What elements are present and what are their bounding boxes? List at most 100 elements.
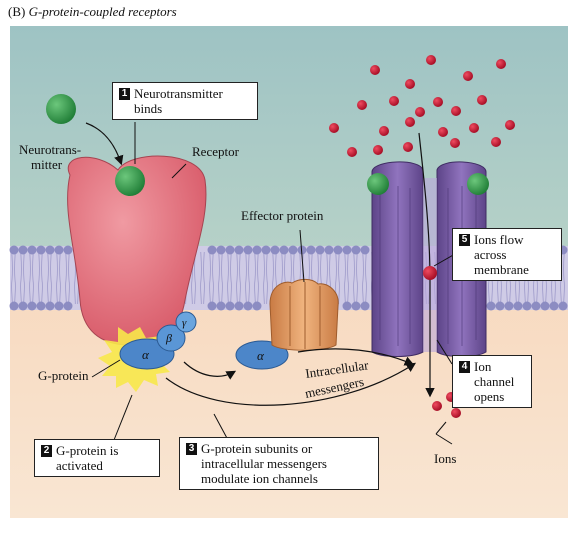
extracellular-ions (329, 55, 515, 157)
ion (373, 145, 383, 155)
lipid-head (342, 245, 352, 255)
lipid-head (243, 245, 253, 255)
figure-title: (B) G-protein-coupled receptors (8, 4, 177, 20)
lipid-head (495, 301, 505, 311)
lipid-head (9, 301, 19, 311)
step2-line2: activated (56, 458, 103, 473)
ion (347, 147, 357, 157)
lipid-head (45, 301, 55, 311)
lipid-head (216, 301, 226, 311)
lipid-head (18, 301, 28, 311)
ion (415, 107, 425, 117)
ion (477, 95, 487, 105)
ion (379, 126, 389, 136)
step4-line3: opens (474, 389, 505, 404)
lipid-head (261, 245, 271, 255)
lipid-head (54, 301, 64, 311)
lipid-head (351, 245, 361, 255)
lipid-head (558, 301, 568, 311)
ion-in-channel (423, 266, 437, 280)
step5-line1: Ions flow (474, 232, 524, 247)
lipid-head (315, 245, 325, 255)
lipid-head (360, 245, 370, 255)
lipid-head (54, 245, 64, 255)
ion (450, 138, 460, 148)
g-protein-gamma (175, 311, 197, 333)
lipid-head (225, 301, 235, 311)
panel-letter: (B) (8, 4, 26, 19)
g-protein-leader (91, 359, 121, 378)
ion (451, 106, 461, 116)
ion (405, 79, 415, 89)
panel-name: G-protein-coupled receptors (28, 4, 177, 19)
lipid-head (288, 245, 298, 255)
lipid-head (18, 245, 28, 255)
step1-line2: binds (134, 101, 163, 116)
ion (432, 401, 442, 411)
neurotransmitter-label: Neurotrans- mitter (19, 142, 81, 172)
ion (426, 55, 436, 65)
lipid-head (63, 301, 73, 311)
ion (389, 96, 399, 106)
lipid-head (216, 245, 226, 255)
effector-leader (299, 229, 305, 283)
step3-number: 3 (186, 443, 197, 455)
step4-line1: Ion (474, 359, 492, 374)
ions-leader-b (435, 433, 453, 445)
effector-protein-label: Effector protein (241, 208, 324, 223)
lipid-head (36, 301, 46, 311)
alpha-label: α (142, 347, 150, 362)
lipid-head (351, 301, 361, 311)
step3-callout: 3 G-protein subunits or intracellular me… (179, 437, 379, 490)
lipid-head (234, 245, 244, 255)
lipid-head (540, 301, 550, 311)
step2-callout: 2 G-protein is activated (34, 439, 160, 477)
bound-neurotransmitter (115, 166, 145, 196)
lipid-head (333, 245, 343, 255)
lipid-head (306, 245, 316, 255)
receptor-label: Receptor (192, 144, 239, 159)
step4-line2: channel (474, 374, 515, 389)
receptor-leader (171, 163, 187, 179)
lipid-head (27, 301, 37, 311)
ion (451, 408, 461, 418)
to-channel-arrow-lower (165, 362, 417, 406)
effector-protein (269, 278, 339, 351)
step2-line1: G-protein is (56, 443, 119, 458)
ion (463, 71, 473, 81)
ion (496, 59, 506, 69)
lipid-head (360, 301, 370, 311)
lipid-head (486, 301, 496, 311)
lipid-head (207, 245, 217, 255)
lipid-head (27, 245, 37, 255)
step2-leader (113, 394, 133, 441)
gamma-label: γ (182, 317, 187, 329)
step1-callout: 1 Neurotransmitter binds (112, 82, 258, 120)
lipid-head (513, 301, 523, 311)
ion (469, 123, 479, 133)
binding-arrow (85, 122, 124, 166)
lipid-head (549, 301, 559, 311)
step3-leader (213, 413, 229, 441)
receptor-protein (67, 155, 207, 346)
ion (405, 117, 415, 127)
step5-line3: membrane (474, 262, 529, 277)
ion (403, 142, 413, 152)
lipid-head (9, 245, 19, 255)
beta-label: β (165, 331, 172, 345)
neurotransmitter-line1: Neurotrans- (19, 142, 82, 157)
ion (438, 127, 448, 137)
step4-leader (436, 339, 453, 365)
lipid-head (234, 301, 244, 311)
g-protein-beta (156, 324, 186, 352)
ion (505, 120, 515, 130)
g-protein-label: G-protein (38, 368, 89, 383)
ions-leader-a (435, 421, 447, 435)
lipid-head (324, 245, 334, 255)
ion (357, 100, 367, 110)
ion (433, 97, 443, 107)
step1-line1: Neurotransmitter (134, 86, 223, 101)
step3-line3: modulate ion channels (201, 471, 318, 486)
to-alpha-arrow (183, 361, 237, 380)
